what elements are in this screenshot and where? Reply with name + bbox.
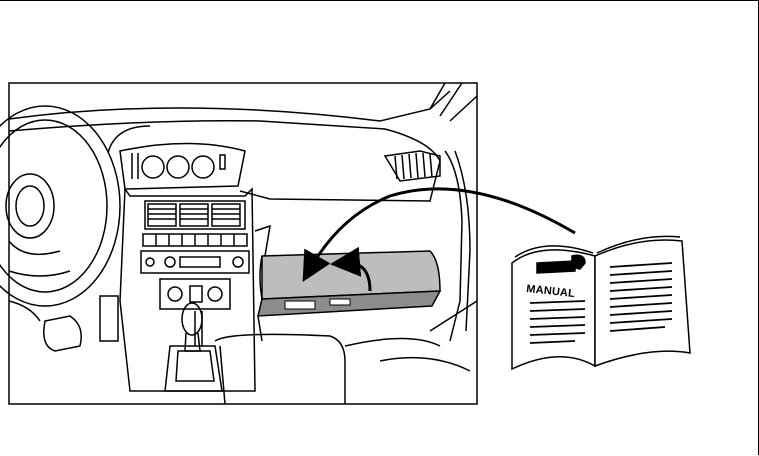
windshield: [8, 82, 478, 342]
steering-wheel-icon: [0, 105, 121, 307]
curved-arrow-icon: [330, 246, 372, 292]
gear-lever-icon: [181, 302, 203, 352]
manual-book-icon: [511, 235, 691, 371]
dashboard: [8, 119, 441, 202]
manual-to-glovebox-arrow: [302, 187, 576, 283]
seat-armrest: [214, 333, 471, 405]
pedals: [8, 295, 119, 352]
center-console: [119, 186, 256, 392]
car-interior-frame: [8, 82, 478, 405]
glovebox: [254, 224, 442, 342]
